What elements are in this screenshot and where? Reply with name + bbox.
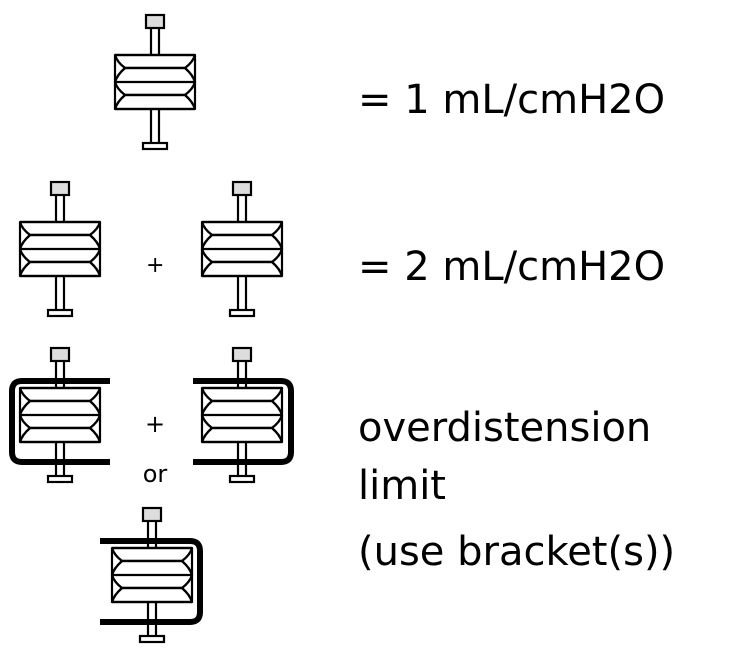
or-text-row3: or [142,460,168,488]
bracket-icon-row3-right [193,378,294,465]
overdistension-label-line3: (use bracket(s)) [358,529,676,575]
spring-icon-row2-right [200,180,284,318]
overdistension-label-line2: limit [358,463,446,509]
plus-sign-row2: + [146,253,165,278]
overdistension-label-line1: overdistension [358,405,652,451]
spring-icon-row1 [113,13,197,151]
plus-sign-row3: + [145,410,166,438]
compliance-label-row2: = 2 mL/cmH2O [358,244,666,290]
bracket-icon-row3-left [9,378,110,465]
spring-icon-row2-left [18,180,102,318]
bracket-icon-row3-bottom [100,538,203,625]
compliance-label-row1: = 1 mL/cmH2O [358,77,666,123]
